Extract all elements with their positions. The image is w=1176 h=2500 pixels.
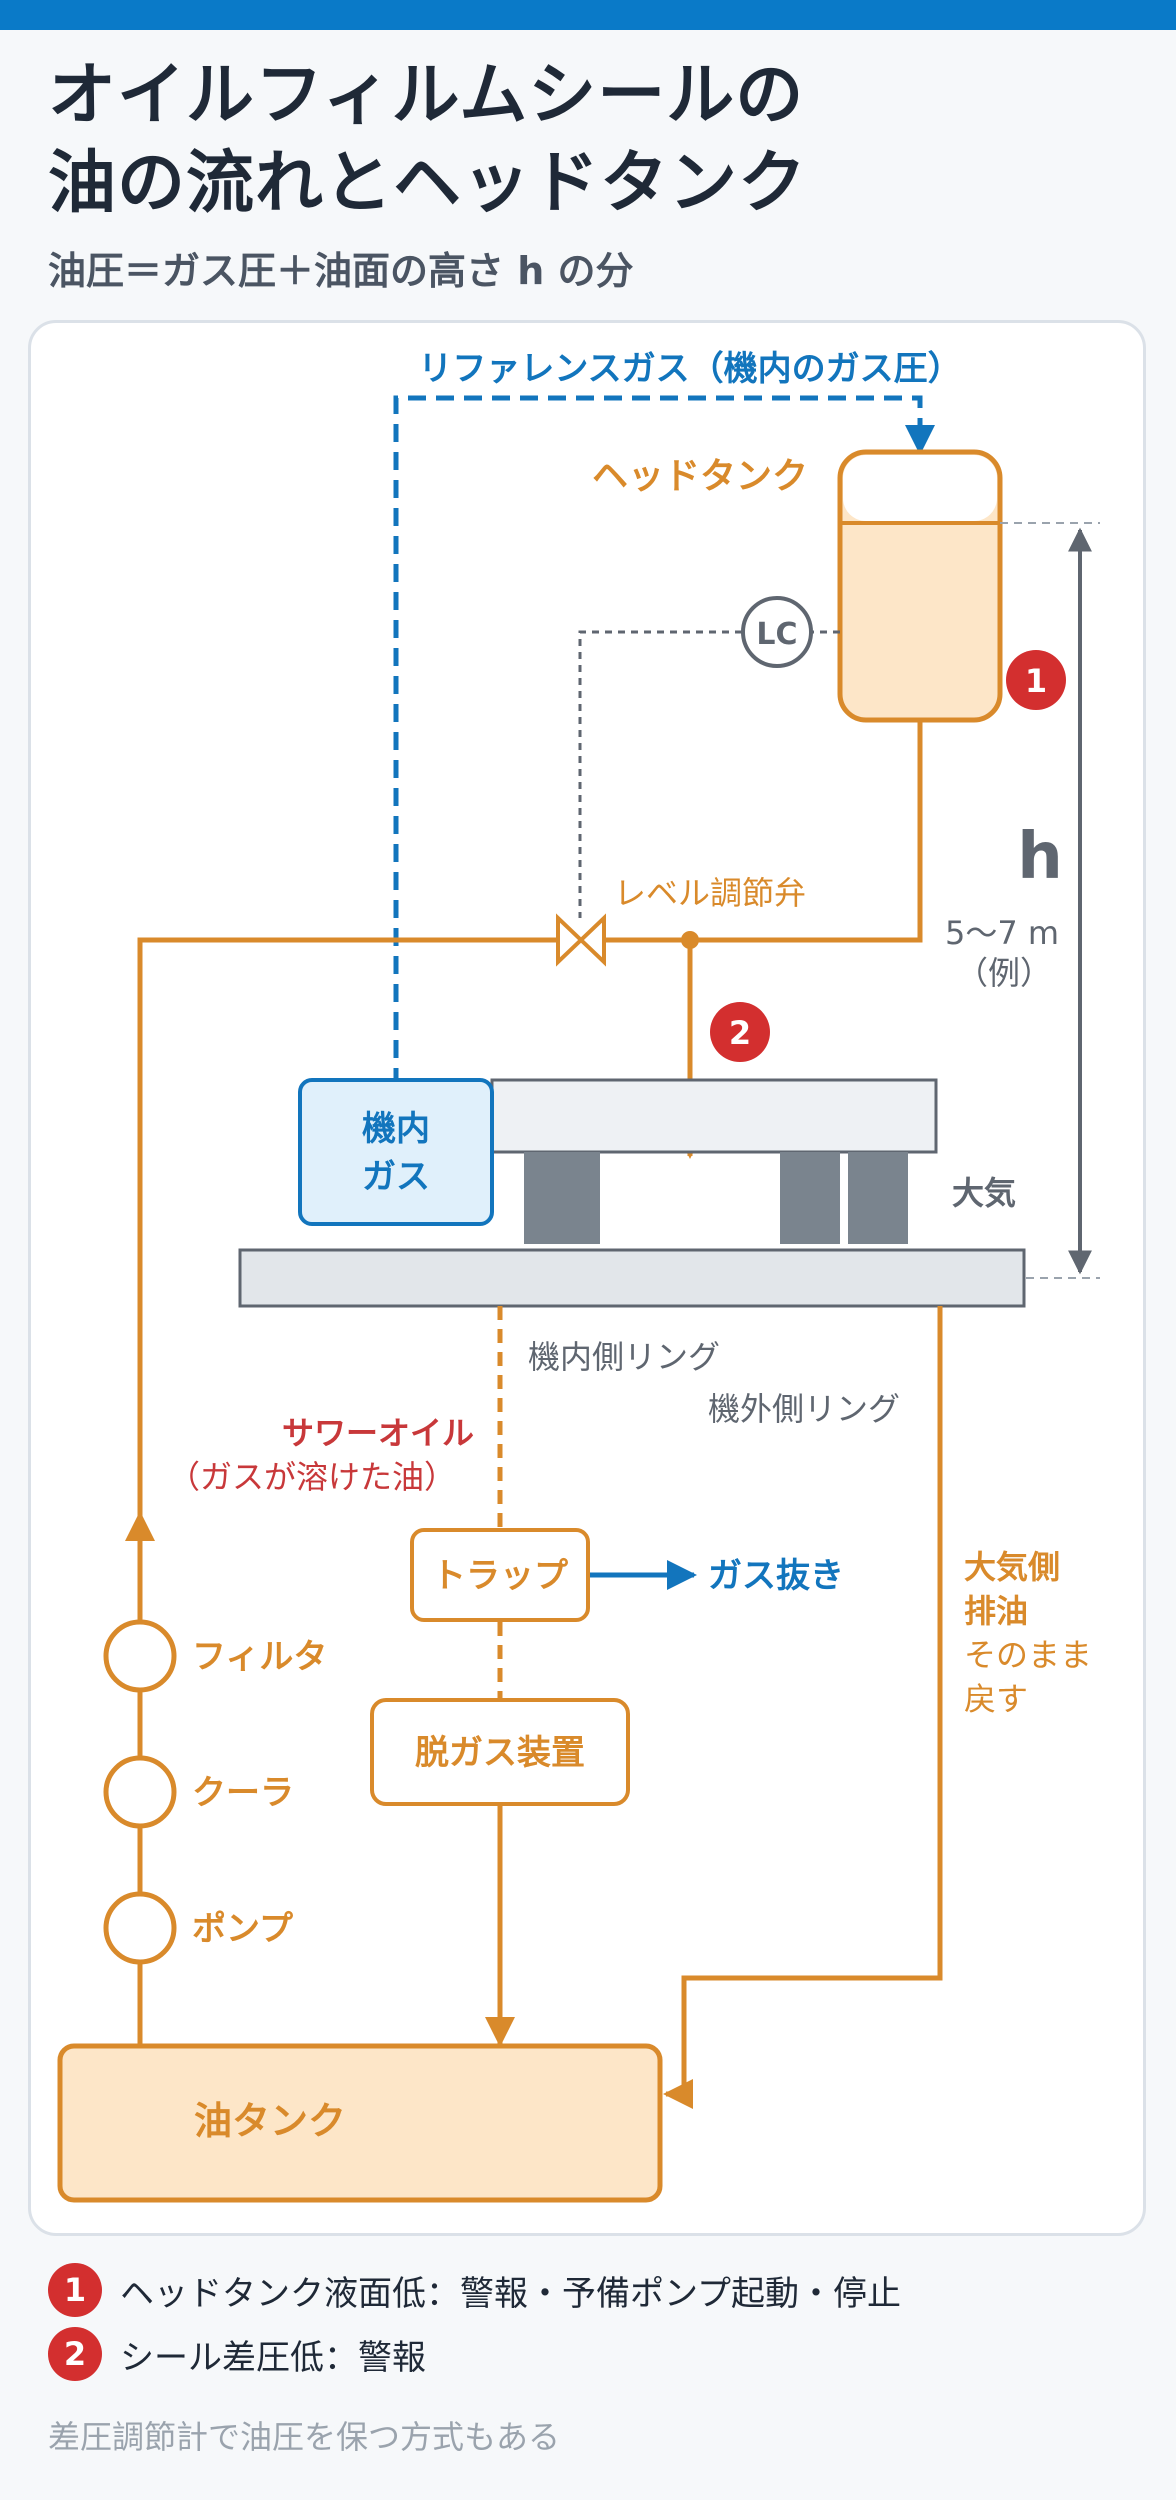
alarm-badge-1 [1006,650,1066,710]
alarm-note-1: 1 ヘッドタンク液面低：警報・予備ポンプ起動・停止 [48,2262,901,2318]
oil-tank [57,2043,663,2203]
level-controller [741,596,813,668]
reference-gas-label: リファレンスガス（機内のガス圧） [418,349,961,389]
head-tank-gas-space [843,455,997,521]
internal-gas-label-1: 機内 [362,1109,430,1149]
inner-ring-label: 機内側リング [528,1338,720,1376]
reference-gas-line [393,395,935,1086]
pump-symbol [103,1891,177,1965]
head-tank-label: ヘッドタンク [592,456,808,497]
oil-tank-label: 油タンク [194,2099,346,2143]
inner-seal-ring [524,1152,600,1244]
note-text-1: ヘッドタンク液面低：警報・予備ポンプ起動・停止 [120,2273,901,2314]
internal-gas-label-2: ガス [362,1157,430,1197]
page-title: オイルフィルムシールの 油の流れとヘッドタンク [48,52,1128,228]
note-badge-2: 2 [48,2327,102,2381]
filter-symbol [103,1619,177,1693]
trap-label: トラップ [432,1556,568,1596]
note-badge-1: 1 [48,2263,102,2317]
filter-label: フィルタ [192,1637,327,1677]
atm-drain-label-3: そのまま [964,1636,1092,1674]
top-accent-bar [0,0,1176,30]
atm-drain-label-4: 戻す [964,1680,1028,1718]
sour-oil-label: サワーオイル [282,1414,474,1452]
level-control-valve [556,913,606,967]
alarm-notes: 1 ヘッドタンク液面低：警報・予備ポンプ起動・停止 2 シール差圧低：警報 [48,2262,901,2390]
h-label: h [1017,820,1063,894]
alarm-badge-2-num: 2 [729,1014,751,1052]
title-line-1: オイルフィルムシールの [48,56,805,135]
outer-seal-ring-a [780,1152,840,1244]
h-value: 5〜7 m [945,914,1059,952]
outer-ring-label: 機外側リング [708,1390,900,1428]
alarm-note-2: 2 シール差圧低：警報 [48,2326,901,2382]
trap-box [410,1528,590,1622]
atm-drain-label-2: 排油 [964,1592,1028,1630]
cooler-label: クーラ [192,1773,294,1813]
atm-drain-line [663,1306,943,2109]
footer-note: 差圧調節計で油圧を保つ方式もある [48,2418,561,2456]
level-valve-label: レベル調節弁 [614,874,806,912]
title-line-2: 油の流れとヘッドタンク [48,144,808,223]
h-example: （例） [956,954,1052,992]
alarm-badge-1-num: 1 [1025,662,1047,700]
degasser-label: 脱ガス装置 [415,1733,585,1773]
lc-label: LC [756,617,797,652]
cooler-symbol [103,1755,177,1829]
outer-seal-ring-b [848,1152,908,1244]
note-text-2: シール差圧低：警報 [120,2337,426,2378]
atmosphere-label: 大気 [952,1174,1016,1212]
page-subtitle: 油圧＝ガス圧＋油面の高さ h の分 [48,249,634,293]
gas-vent-label: ガス抜き [708,1556,844,1596]
lc-signal-line [578,630,840,918]
pump-label: ポンプ [192,1909,293,1949]
supply-header-line [137,937,690,1520]
seal-housing-top [490,1078,938,1154]
alarm-badge-2 [710,1002,770,1062]
shaft [238,1248,1026,1308]
sour-oil-note: （ガスが溶けた油） [168,1458,456,1496]
atm-drain-label-1: 大気側 [964,1548,1060,1586]
seal-oil-diagram: リファレンスガス（機内のガス圧） ヘッドタンク LC 1 h 5〜7 m （例）… [57,349,1100,2203]
head-tank-drop-line [690,720,923,943]
internal-gas-box [298,1078,494,1226]
